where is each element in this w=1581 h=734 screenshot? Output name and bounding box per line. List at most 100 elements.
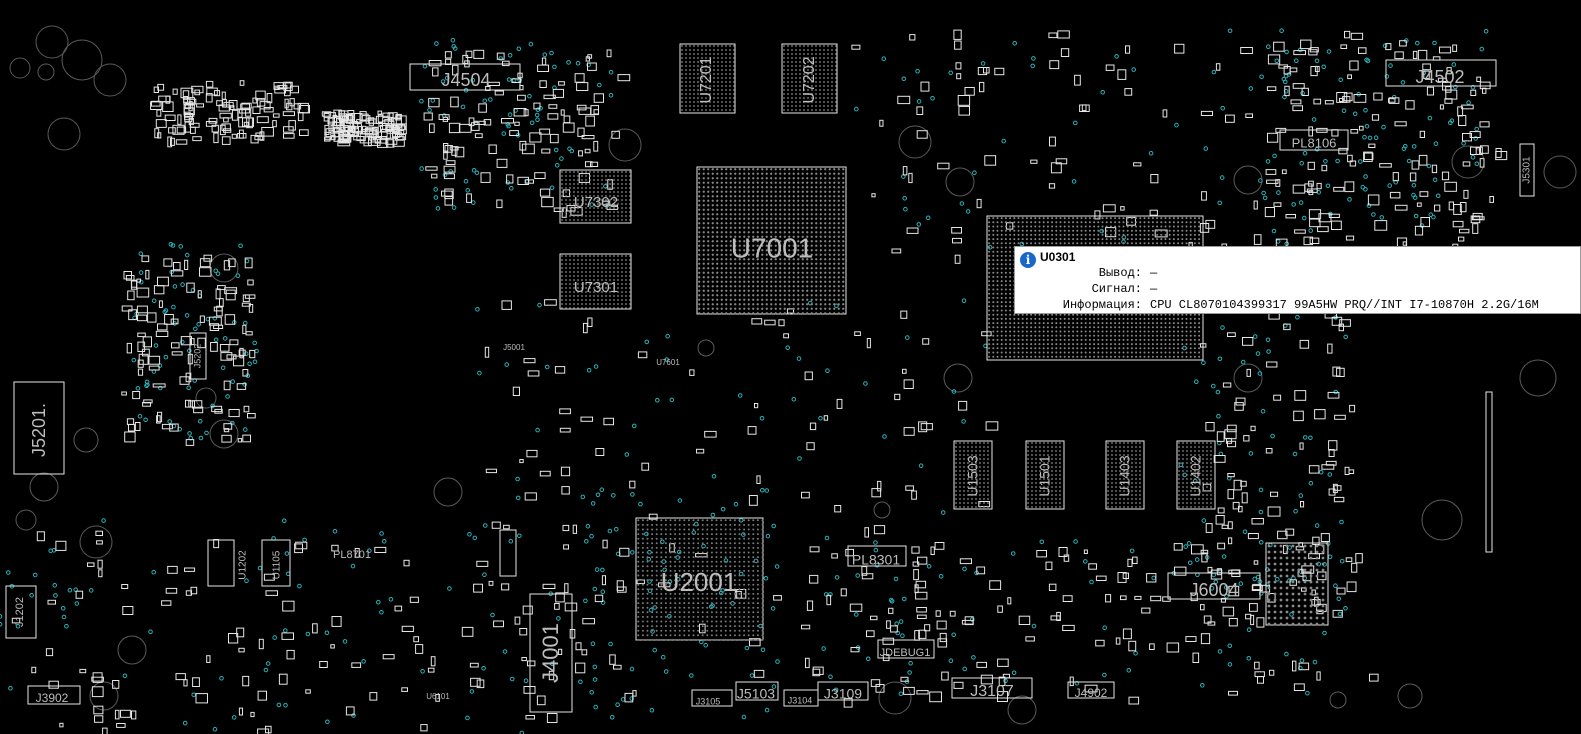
smd-part xyxy=(559,427,571,433)
smd-part xyxy=(148,365,160,371)
via xyxy=(1099,228,1104,234)
smd-part xyxy=(514,121,520,126)
smd-part xyxy=(1200,633,1211,645)
smd-part xyxy=(1347,74,1352,80)
via xyxy=(1373,135,1379,140)
via xyxy=(178,244,183,249)
via xyxy=(180,339,185,345)
smd-part xyxy=(514,616,521,625)
smd-part xyxy=(1317,226,1329,233)
via xyxy=(669,397,675,403)
smd-part xyxy=(1190,592,1198,602)
refdes-label: U1402 xyxy=(1188,455,1204,496)
bga-footprint xyxy=(1176,440,1216,510)
smd-part xyxy=(222,99,227,108)
via xyxy=(644,339,650,345)
smd-part xyxy=(1084,684,1098,693)
smd-part xyxy=(223,380,231,391)
smd-part xyxy=(617,74,631,82)
smd-part xyxy=(281,632,294,640)
smd-part xyxy=(547,113,559,120)
smd-part xyxy=(1444,181,1457,192)
standoff-hole xyxy=(945,167,975,197)
via xyxy=(1221,554,1227,559)
smd-part xyxy=(1267,593,1276,603)
via xyxy=(926,564,932,569)
smd-part xyxy=(428,60,442,67)
smd-part xyxy=(163,258,173,267)
smd-part xyxy=(1293,50,1307,56)
smd-part xyxy=(226,354,237,360)
refdes-label: J4001 xyxy=(538,623,563,683)
via xyxy=(324,630,330,636)
connector-outline xyxy=(877,639,935,659)
smd-part xyxy=(1300,501,1305,508)
smd-part xyxy=(143,399,153,404)
smd-part xyxy=(1463,189,1469,199)
smd-part xyxy=(585,161,593,168)
via xyxy=(451,205,457,210)
smd-part xyxy=(952,237,962,244)
smd-part xyxy=(289,85,299,94)
smd-part xyxy=(512,386,520,397)
smd-part xyxy=(238,647,245,653)
smd-part xyxy=(491,521,501,529)
via xyxy=(1381,124,1386,130)
smd-part xyxy=(229,339,239,346)
via xyxy=(465,715,470,721)
smd-part xyxy=(641,462,650,471)
smd-part xyxy=(242,369,249,377)
smd-part xyxy=(522,605,533,615)
smd-part xyxy=(922,338,930,345)
smd-part xyxy=(1348,469,1355,474)
via xyxy=(187,348,192,354)
smd-part xyxy=(894,393,901,401)
via xyxy=(1411,144,1417,149)
smd-part xyxy=(1437,77,1448,82)
via xyxy=(244,258,250,264)
smd-part xyxy=(1055,158,1068,165)
via xyxy=(508,538,514,544)
smd-part xyxy=(906,227,919,234)
via xyxy=(471,200,476,205)
smd-part xyxy=(403,559,410,567)
smd-part xyxy=(244,257,253,269)
smd-part xyxy=(241,102,252,109)
smd-part xyxy=(930,546,935,555)
smd-part xyxy=(1227,332,1236,337)
smd-part xyxy=(1419,191,1429,197)
smd-part xyxy=(558,81,565,86)
smd-part xyxy=(1081,104,1087,112)
via xyxy=(1219,175,1225,180)
smd-part xyxy=(137,314,148,322)
via xyxy=(590,501,596,506)
smd-part xyxy=(934,542,945,550)
smd-part xyxy=(258,638,264,650)
smd-part xyxy=(916,690,929,695)
via xyxy=(918,463,924,469)
refdes-label: U1501 xyxy=(1037,455,1053,496)
via xyxy=(509,676,515,682)
refdes-label: U7302 xyxy=(574,194,618,211)
via xyxy=(1327,554,1333,560)
smd-part xyxy=(228,633,239,644)
smd-part xyxy=(1134,595,1142,600)
smd-part xyxy=(47,599,56,605)
via xyxy=(145,382,150,388)
smd-part xyxy=(1150,174,1159,184)
smd-part xyxy=(185,399,192,408)
via xyxy=(1260,408,1266,414)
smd-part xyxy=(826,594,832,606)
via xyxy=(630,492,635,497)
via xyxy=(733,501,739,507)
smd-part xyxy=(961,619,974,625)
smd-part xyxy=(937,162,950,170)
smd-part xyxy=(900,310,908,319)
smd-part xyxy=(195,693,208,704)
via xyxy=(440,79,446,84)
smd-part xyxy=(1049,60,1060,70)
smd-part xyxy=(1292,83,1305,89)
refdes-label: J5103 xyxy=(737,686,775,702)
connector-outline xyxy=(783,689,819,707)
